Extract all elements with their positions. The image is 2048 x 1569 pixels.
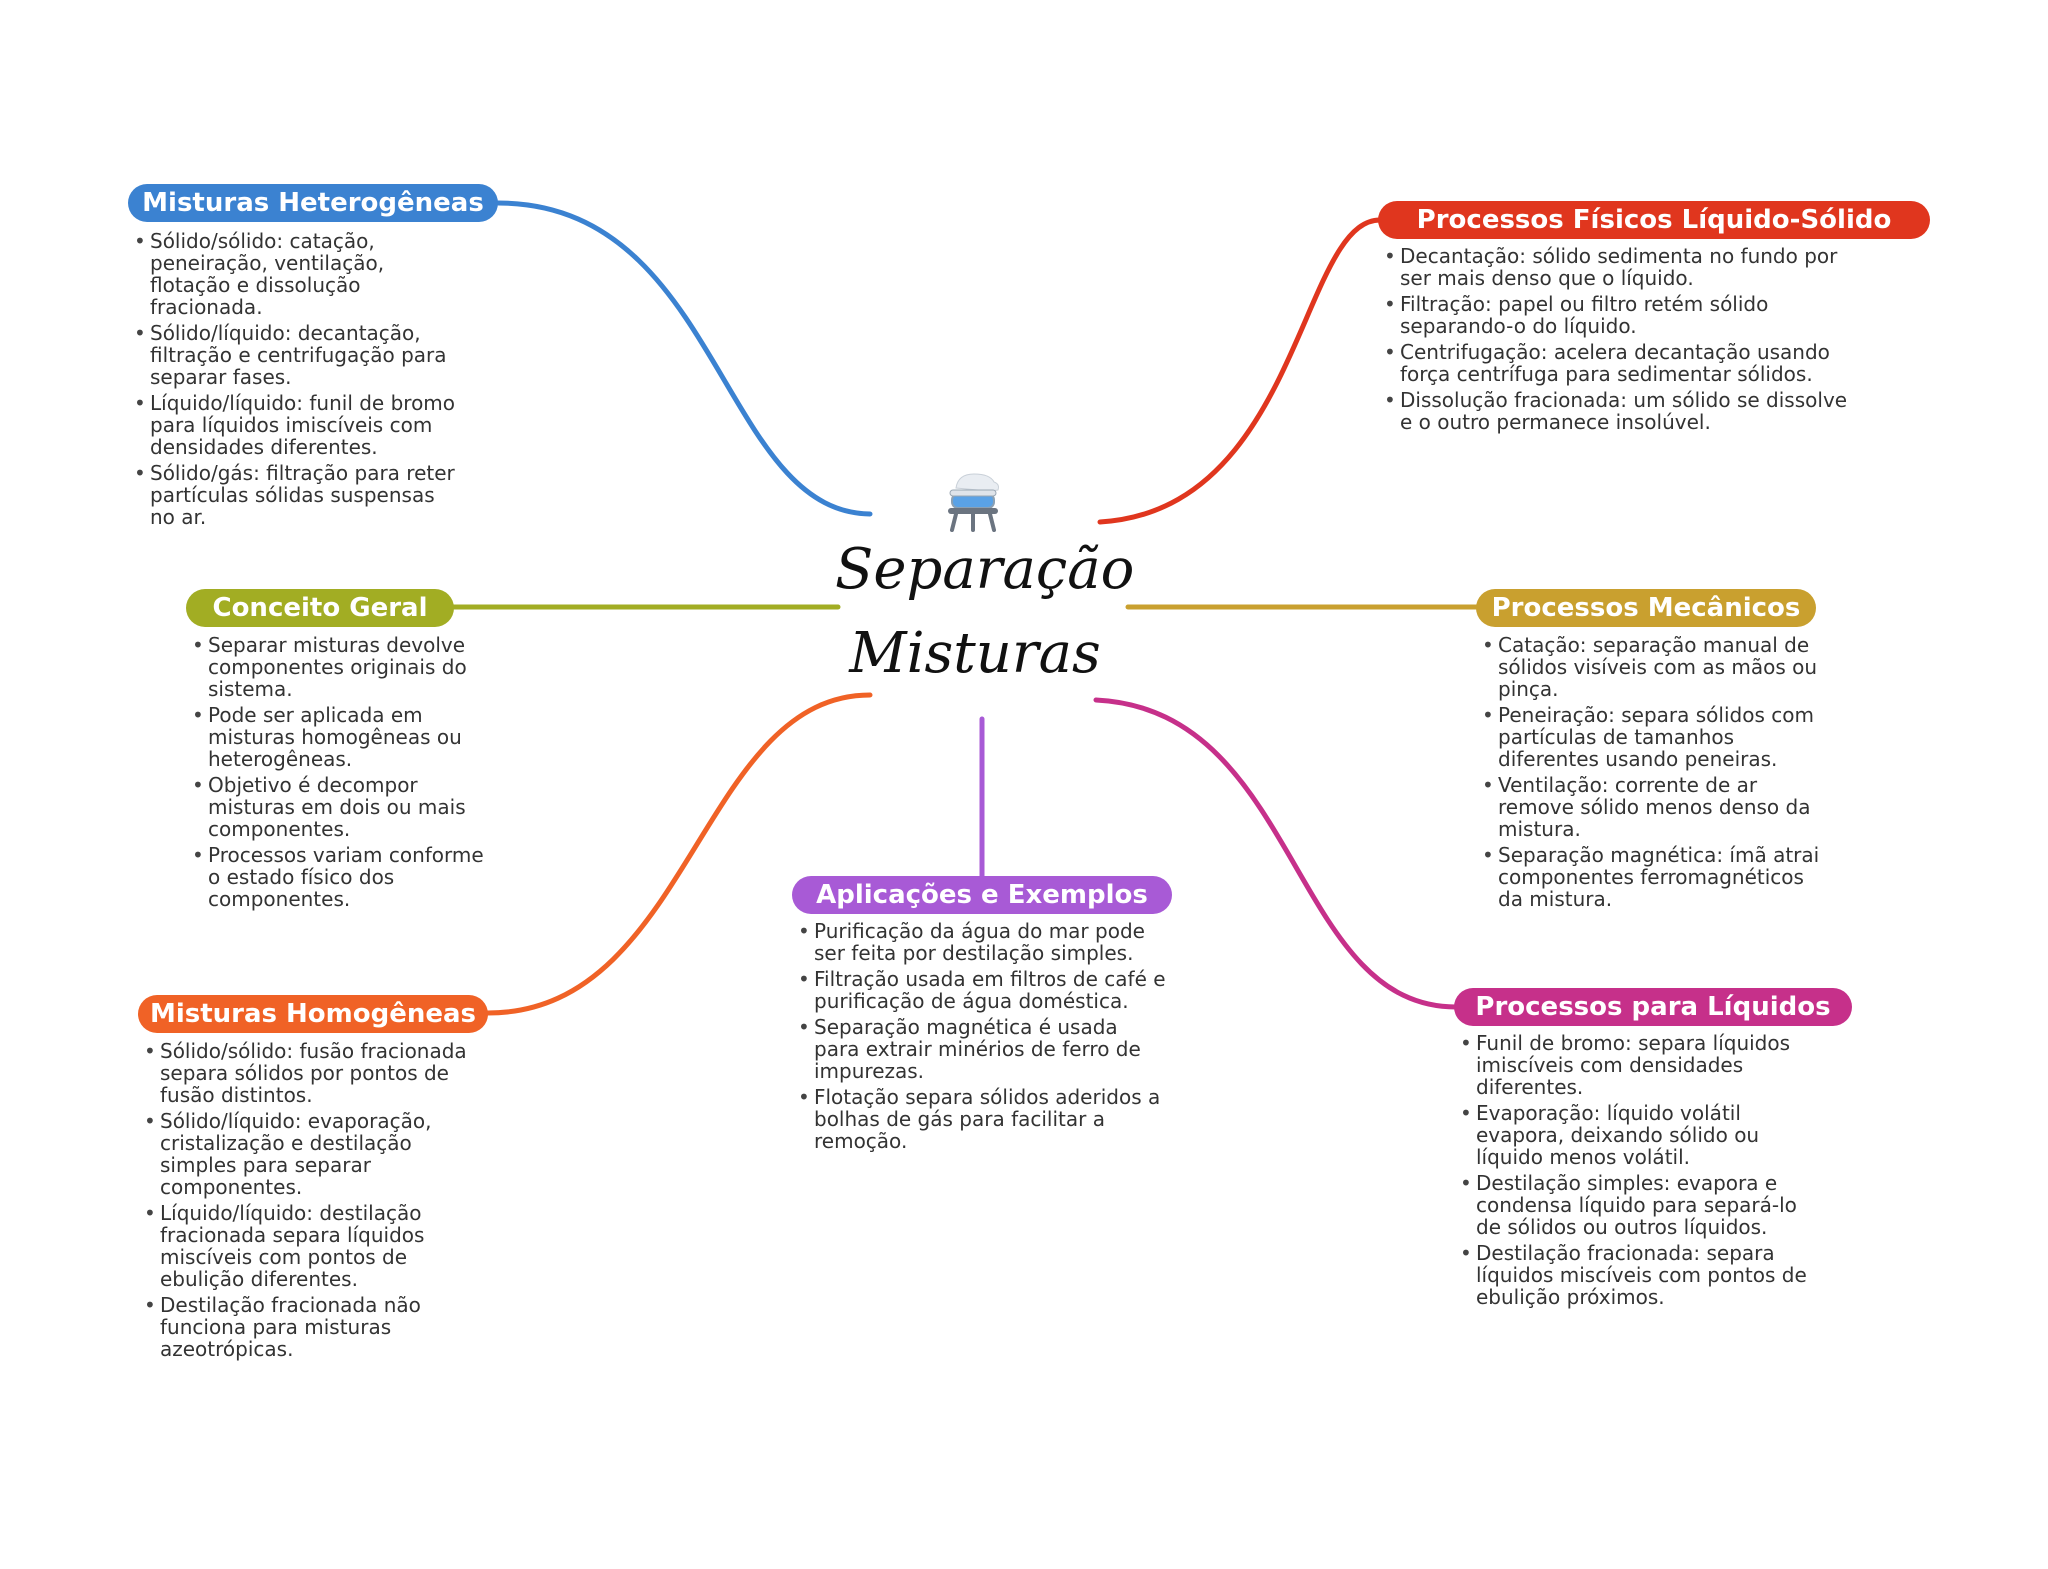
branch-title-conceito[interactable]: Conceito Geral (186, 589, 454, 627)
list-item: Pode ser aplicada em misturas homogêneas… (190, 704, 500, 770)
central-topic-line1: Separação (835, 537, 1135, 602)
list-item: Funil de bromo: separa líquidos imiscíve… (1458, 1032, 1818, 1098)
branch-list-heterogeneas: Sólido/sólido: catação, peneiração, vent… (132, 230, 462, 532)
list-item: Filtração usada em filtros de café e pur… (796, 968, 1166, 1012)
connector-homogeneas (485, 692, 873, 1016)
list-item: Flotação separa sólidos aderidos a bolha… (796, 1086, 1166, 1152)
list-item: Sólido/líquido: evaporação, cristalizaçã… (142, 1110, 472, 1198)
branch-list-liquidos: Funil de bromo: separa líquidos imiscíve… (1458, 1032, 1818, 1312)
branch-list-fisicos: Decantação: sólido sedimenta no fundo po… (1382, 245, 1862, 437)
list-item: Separação magnética: ímã atrai component… (1480, 844, 1820, 910)
list-item: Centrifugação: acelera decantação usando… (1382, 341, 1862, 385)
branch-list-aplicacoes: Purificação da água do mar pode ser feit… (796, 920, 1166, 1156)
branch-title-fisicos[interactable]: Processos Físicos Líquido-Sólido (1378, 201, 1930, 239)
list-item: Sólido/sólido: catação, peneiração, vent… (132, 230, 462, 318)
branch-list-homogeneas: Sólido/sólido: fusão fracionada separa s… (142, 1040, 472, 1364)
branch-list-conceito: Separar misturas devolve componentes ori… (190, 634, 500, 914)
list-item: Dissolução fracionada: um sólido se diss… (1382, 389, 1862, 433)
list-item: Processos variam conforme o estado físic… (190, 844, 500, 910)
branch-title-aplicacoes[interactable]: Aplicações e Exemplos (792, 876, 1172, 914)
branch-title-heterogeneas[interactable]: Misturas Heterogêneas (128, 184, 498, 222)
central-topic-line2: Misturas (849, 621, 1101, 686)
list-item: Separar misturas devolve componentes ori… (190, 634, 500, 700)
list-item: Catação: separação manual de sólidos vis… (1480, 634, 1820, 700)
central-topic: Separação Misturas (835, 528, 1135, 696)
list-item: Líquido/líquido: destilação fracionada s… (142, 1202, 472, 1290)
connector-liquidos (1093, 697, 1459, 1010)
list-item: Sólido/gás: filtração para reter partícu… (132, 462, 462, 528)
list-item: Sólido/sólido: fusão fracionada separa s… (142, 1040, 472, 1106)
list-item: Filtração: papel ou filtro retém sólido … (1382, 293, 1862, 337)
list-item: Destilação simples: evapora e condensa l… (1458, 1172, 1818, 1238)
branch-list-mecanicos: Catação: separação manual de sólidos vis… (1480, 634, 1820, 914)
branch-title-liquidos[interactable]: Processos para Líquidos (1454, 988, 1852, 1026)
list-item: Ventilação: corrente de ar remove sólido… (1480, 774, 1820, 840)
list-item: Peneiração: separa sólidos com partícula… (1480, 704, 1820, 770)
branch-title-mecanicos[interactable]: Processos Mecânicos (1476, 589, 1816, 627)
list-item: Líquido/líquido: funil de bromo para líq… (132, 392, 462, 458)
connector-heterogeneas (495, 200, 873, 517)
list-item: Sólido/líquido: decantação, filtração e … (132, 322, 462, 388)
list-item: Evaporação: líquido volátil evapora, dei… (1458, 1102, 1818, 1168)
connector-fisicos (1097, 217, 1383, 525)
list-item: Separação magnética é usada para extrair… (796, 1016, 1166, 1082)
list-item: Objetivo é decompor misturas em dois ou … (190, 774, 500, 840)
list-item: Decantação: sólido sedimenta no fundo po… (1382, 245, 1862, 289)
branch-title-homogeneas[interactable]: Misturas Homogêneas (138, 995, 488, 1033)
list-item: Destilação fracionada não funciona para … (142, 1294, 472, 1360)
list-item: Purificação da água do mar pode ser feit… (796, 920, 1166, 964)
list-item: Destilação fracionada: separa líquidos m… (1458, 1242, 1818, 1308)
laboratory-apparatus-icon (948, 473, 999, 532)
